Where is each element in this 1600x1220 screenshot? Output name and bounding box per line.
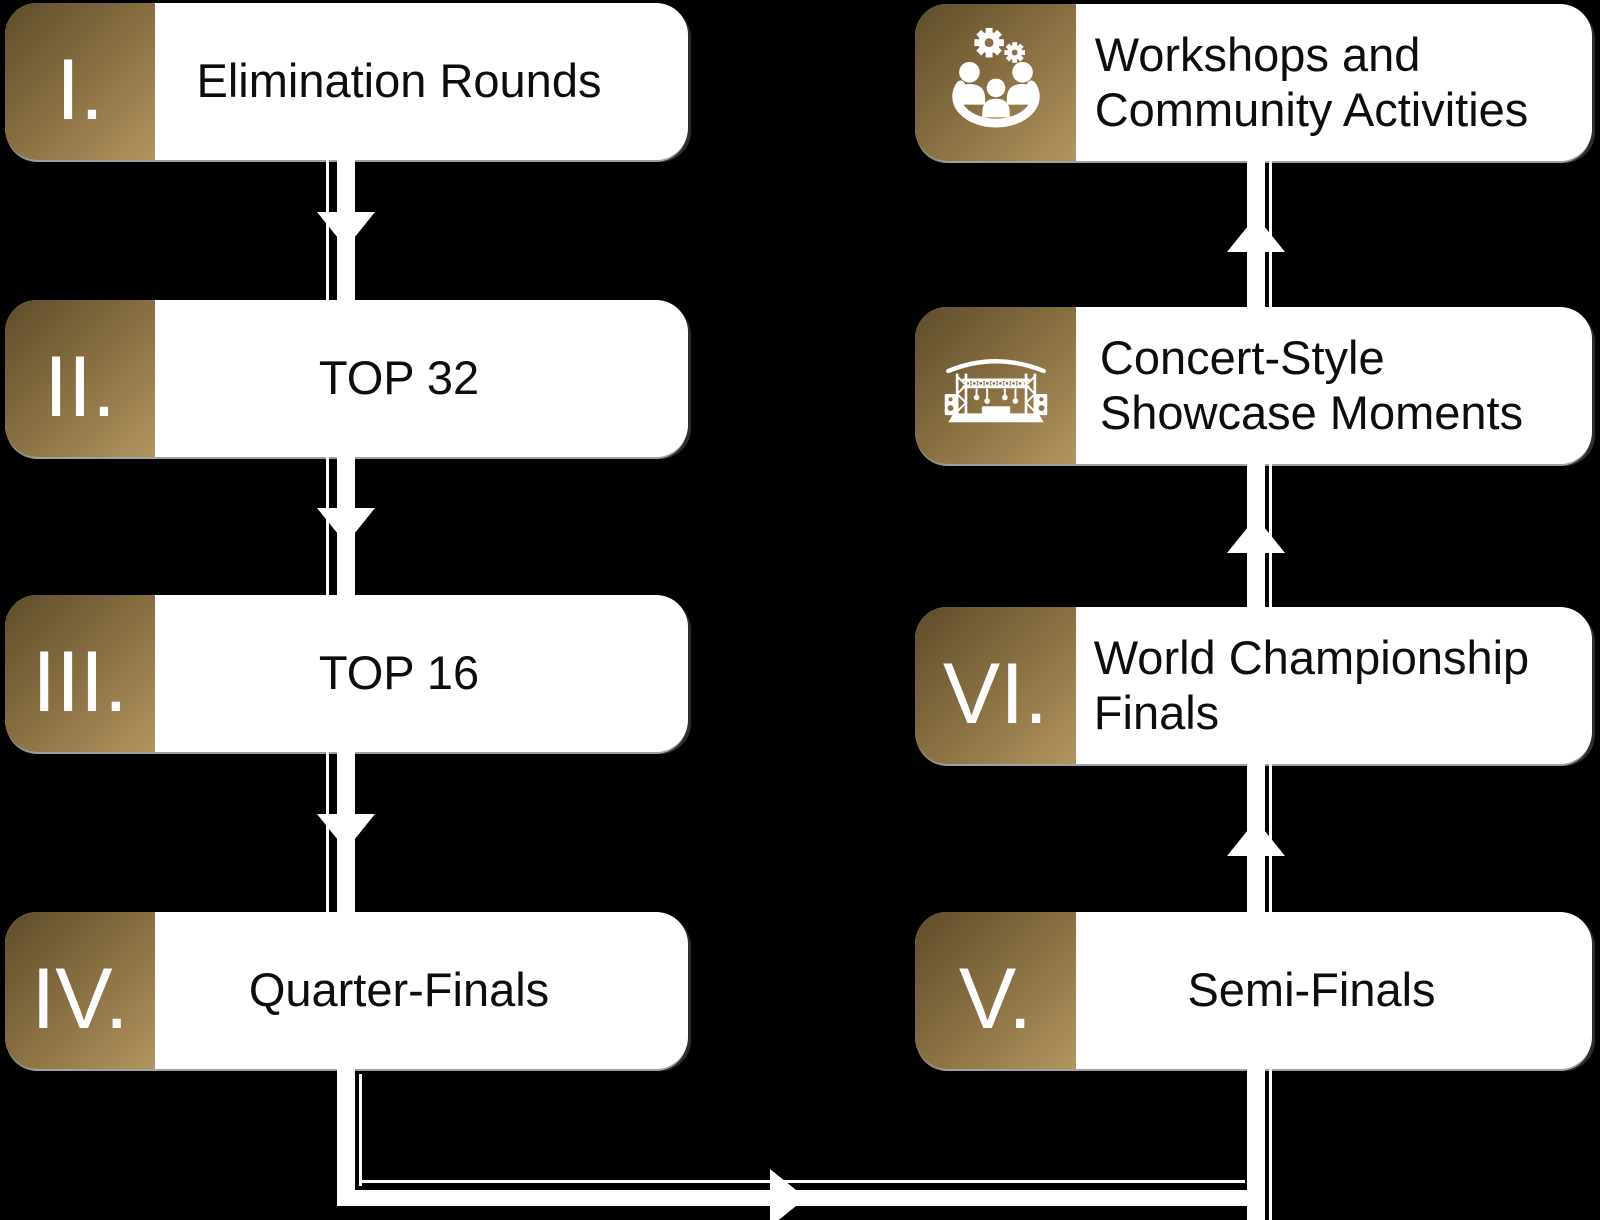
connector-semifinals-stem bbox=[1247, 1069, 1265, 1220]
stage-numeral: II. bbox=[44, 338, 116, 435]
stage-box-top-32: II. TOP 32 bbox=[5, 300, 688, 457]
connector-thin-line bbox=[359, 1074, 362, 1186]
stage-box-concert-showcase: Concert-Style Showcase Moments bbox=[915, 307, 1592, 464]
stage-box-quarter-finals: IV. Quarter-Finals bbox=[5, 912, 688, 1069]
stage-tab: IV. bbox=[5, 912, 155, 1069]
stage-label: TOP 16 bbox=[318, 646, 480, 699]
stage-tab: V. bbox=[915, 912, 1076, 1069]
stage-label: Workshops and Community Activities bbox=[1094, 27, 1529, 136]
stage-box-semi-finals: V. Semi-Finals bbox=[915, 912, 1592, 1069]
stage-tab bbox=[915, 4, 1076, 161]
stage-label: Semi-Finals bbox=[1187, 963, 1436, 1016]
stage-tab: I. bbox=[5, 3, 155, 160]
arrowhead-up-icon bbox=[1227, 517, 1285, 553]
stage-box-elimination-rounds: I. Elimination Rounds bbox=[5, 3, 688, 160]
stage-label: TOP 32 bbox=[318, 351, 480, 404]
arrowhead-right-icon bbox=[770, 1169, 806, 1220]
connector-thin-line bbox=[1269, 1069, 1272, 1220]
stage-box-world-championship-finals: VI. World Championship Finals bbox=[915, 607, 1592, 764]
stage-numeral: VI. bbox=[942, 645, 1049, 742]
stage-tab: III. bbox=[5, 595, 155, 752]
arrowhead-down-icon bbox=[317, 212, 375, 248]
stage-tab bbox=[915, 307, 1076, 464]
concert-stage-icon bbox=[944, 358, 1047, 422]
arrowhead-up-icon bbox=[1227, 216, 1285, 252]
arrowhead-down-icon bbox=[317, 814, 375, 850]
stage-tab: II. bbox=[5, 300, 155, 457]
stage-label: Quarter-Finals bbox=[248, 963, 550, 1016]
stage-box-top-16: III. TOP 16 bbox=[5, 595, 688, 752]
stage-numeral: III. bbox=[32, 633, 128, 730]
stage-label: World Championship Finals bbox=[1093, 630, 1530, 739]
stage-numeral: I. bbox=[56, 41, 104, 138]
connector-quarterfinals-elbow-vertical bbox=[337, 1069, 355, 1206]
stage-tab: VI. bbox=[915, 607, 1076, 764]
stage-label: Concert-Style Showcase Moments bbox=[1099, 330, 1524, 439]
stage-numeral: V. bbox=[958, 950, 1033, 1047]
community-icon bbox=[951, 27, 1040, 127]
stage-box-workshops-community: Workshops and Community Activities bbox=[915, 4, 1592, 161]
stage-numeral: IV. bbox=[31, 950, 129, 1047]
stage-label: Elimination Rounds bbox=[196, 54, 602, 107]
arrowhead-down-icon bbox=[317, 508, 375, 544]
arrowhead-up-icon bbox=[1227, 820, 1285, 856]
